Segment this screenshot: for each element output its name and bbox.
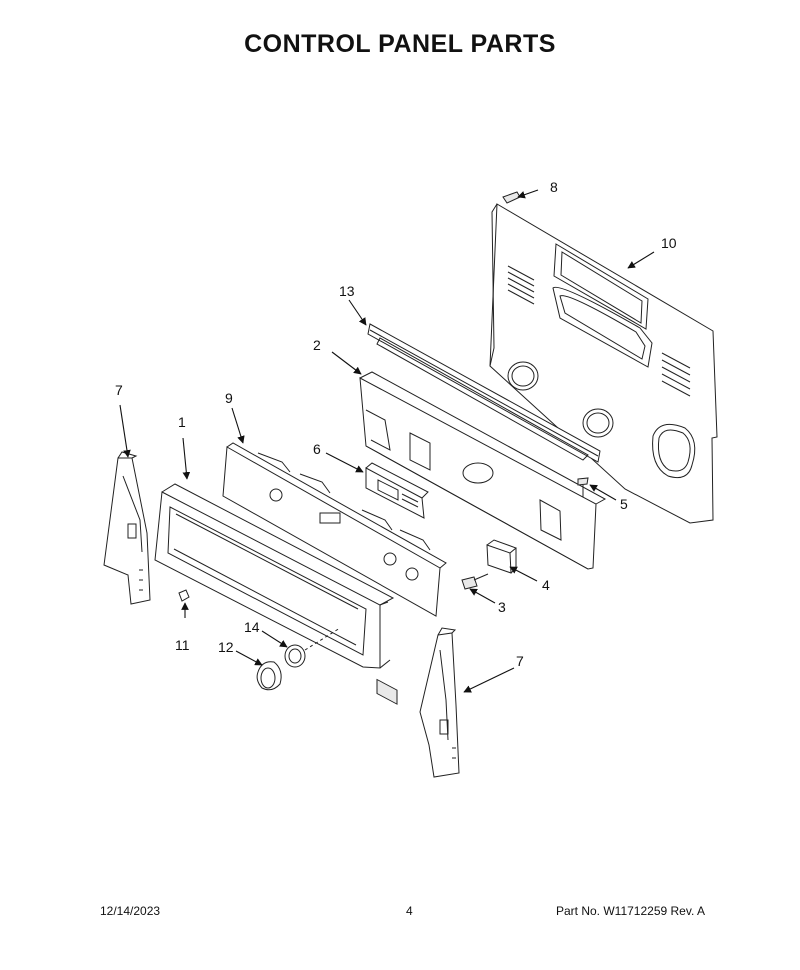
callout-7-left: 7: [115, 382, 123, 398]
callout-12: 12: [218, 639, 234, 655]
page-title: CONTROL PANEL PARTS: [244, 30, 556, 58]
trim-strip-part-13: [367, 323, 601, 463]
footer-part-number: Part No. W11712259 Rev. A: [556, 904, 705, 918]
footer-date: 12/14/2023: [100, 904, 161, 918]
vent-slots-right: [661, 352, 691, 397]
callout-14: 14: [244, 619, 260, 635]
clip-part-11: [178, 589, 190, 602]
knob-part-12: [256, 661, 282, 691]
footer-page-number: 4: [406, 904, 413, 918]
callout-13: 13: [339, 283, 355, 299]
vent-slots-left: [507, 265, 535, 305]
callout-5: 5: [620, 496, 628, 512]
side-bracket-right-part-7: [419, 627, 460, 778]
rear-panel-part-10: [489, 191, 718, 524]
callout-10: 10: [661, 235, 677, 251]
screw-part-5: [577, 477, 589, 497]
control-panel-fascia-part-1: [154, 483, 395, 669]
callout-4: 4: [542, 577, 550, 593]
callout-6: 6: [313, 441, 321, 457]
callout-1: 1: [178, 414, 186, 430]
callout-arrows: [119, 189, 655, 693]
callout-11: 11: [175, 637, 190, 653]
callout-8: 8: [550, 179, 558, 195]
screw-part-3: [461, 573, 489, 590]
callout-9: 9: [225, 390, 233, 406]
callout-3: 3: [498, 599, 506, 615]
callout-2: 2: [313, 337, 321, 353]
knob-bezel-part-14: [284, 627, 341, 668]
switch-part-4: [486, 539, 517, 574]
control-board-part-6: [365, 462, 429, 705]
mounting-bracket-part-2: [359, 371, 607, 570]
panel-frame-part-9: [222, 442, 447, 617]
callout-7-right: 7: [516, 653, 524, 669]
side-bracket-left-part-7: [103, 451, 151, 605]
